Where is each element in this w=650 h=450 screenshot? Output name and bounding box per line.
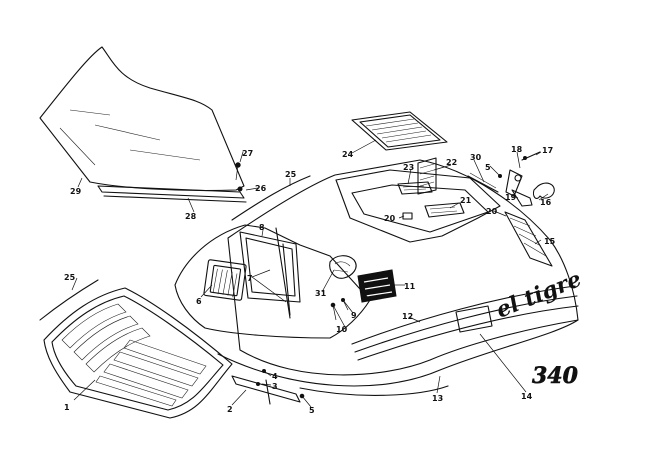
latch-link bbox=[511, 189, 533, 207]
latch-spring bbox=[467, 172, 499, 193]
hood-stripe bbox=[351, 285, 579, 361]
leader-lines bbox=[71, 139, 549, 408]
callout-19: 19 bbox=[505, 193, 517, 202]
windshield bbox=[39, 46, 245, 192]
callout-14: 14 bbox=[521, 392, 533, 401]
callout-6: 6 bbox=[196, 297, 202, 306]
dash-panel bbox=[335, 169, 501, 243]
hood-body bbox=[217, 159, 579, 396]
model-script-decal: el tigre bbox=[493, 266, 586, 324]
front-grille bbox=[43, 287, 233, 419]
callout-20: 20 bbox=[384, 214, 396, 223]
callout-10: 10 bbox=[336, 325, 348, 334]
callout-8: 8 bbox=[259, 223, 265, 232]
callout-16: 16 bbox=[540, 198, 552, 207]
callout-25: 25 bbox=[64, 273, 76, 282]
callout-11: 11 bbox=[404, 282, 416, 291]
windshield-nut bbox=[237, 186, 243, 192]
rivet bbox=[256, 369, 305, 399]
rear-vent-grille bbox=[351, 111, 448, 151]
callout-12: 12 bbox=[402, 312, 413, 321]
decal-plate bbox=[455, 305, 493, 333]
grille-trim-strip bbox=[39, 279, 99, 321]
dash-plate bbox=[424, 202, 465, 218]
callout-17: 17 bbox=[542, 146, 553, 155]
callout-5: 5 bbox=[309, 406, 315, 415]
mounting-bracket bbox=[231, 375, 301, 405]
windshield-trim bbox=[97, 185, 247, 203]
callout-2: 2 bbox=[227, 405, 233, 414]
dash-knob bbox=[402, 212, 413, 220]
callout-9: 9 bbox=[351, 311, 357, 320]
latch-hook bbox=[532, 182, 555, 199]
model-number-decal: 340 bbox=[532, 363, 579, 389]
callout-25: 25 bbox=[285, 170, 297, 179]
latch-arm bbox=[505, 169, 523, 197]
callout-5: 5 bbox=[485, 163, 491, 172]
seal-strip bbox=[275, 227, 291, 319]
callout-13: 13 bbox=[432, 394, 443, 403]
engine-compartment bbox=[174, 224, 371, 339]
callout-15: 15 bbox=[544, 237, 556, 246]
hood-trim-strip bbox=[231, 175, 311, 221]
tiger-emblem bbox=[329, 255, 357, 279]
callout-22: 22 bbox=[446, 158, 457, 167]
callout-1: 1 bbox=[64, 403, 70, 412]
callout-30: 30 bbox=[470, 153, 482, 162]
callout-7: 7 bbox=[247, 274, 253, 283]
callout-29: 29 bbox=[70, 187, 82, 196]
windshield-screw bbox=[235, 162, 241, 181]
headlight-grille bbox=[203, 259, 247, 301]
callout-3: 3 bbox=[272, 382, 278, 391]
callout-21: 21 bbox=[460, 196, 472, 205]
rear-side-vent bbox=[504, 211, 553, 267]
callout-4: 4 bbox=[272, 372, 278, 381]
callout-18: 18 bbox=[511, 145, 523, 154]
callout-26: 26 bbox=[255, 184, 267, 193]
callout-labels: 1 2 3 4 5 5 6 7 8 9 10 11 12 13 14 15 16… bbox=[64, 145, 556, 415]
latch-pin bbox=[498, 151, 541, 178]
callout-23: 23 bbox=[403, 163, 414, 172]
callout-31: 31 bbox=[315, 289, 327, 298]
hood-emblem-decal bbox=[357, 269, 397, 303]
callout-24: 24 bbox=[342, 150, 354, 159]
callout-27: 27 bbox=[242, 149, 253, 158]
callout-28: 28 bbox=[185, 212, 197, 221]
front-side-vent bbox=[417, 157, 437, 195]
callout-20: 20 bbox=[486, 207, 498, 216]
